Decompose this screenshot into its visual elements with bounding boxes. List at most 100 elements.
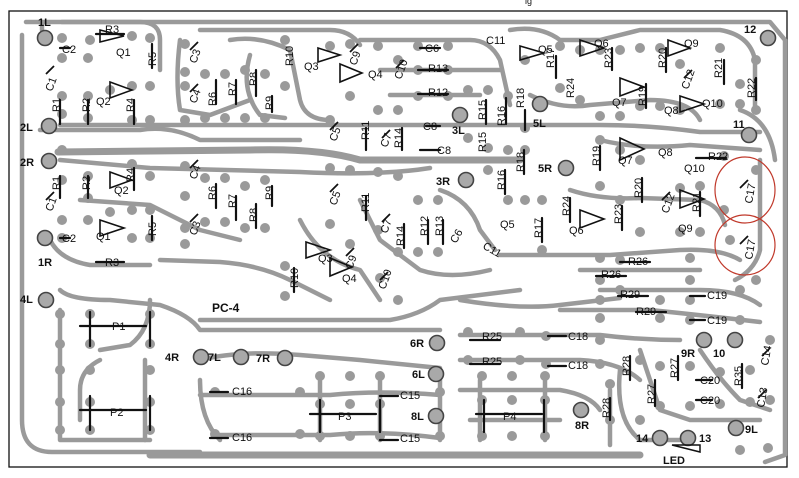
solder-pad xyxy=(200,69,210,79)
resistor-label: R13 xyxy=(428,63,448,75)
capacitor-label: C19 xyxy=(707,315,727,327)
resistor-label: R10 xyxy=(289,268,301,288)
resistor-label: R19 xyxy=(637,86,649,106)
solder-pad xyxy=(393,105,403,115)
capacitor-mark xyxy=(683,69,693,79)
resistor-label: R29 xyxy=(620,289,640,301)
solder-pad xyxy=(735,285,745,295)
resistor-label: R23 xyxy=(603,48,615,68)
resistor-label: R28 xyxy=(601,398,613,418)
transistor-symbol xyxy=(317,46,343,64)
solder-pad xyxy=(751,105,761,115)
solder-pad xyxy=(685,401,695,411)
solder-pad xyxy=(507,395,517,405)
solder-pad xyxy=(325,163,335,173)
solder-pad xyxy=(345,39,355,49)
potentiometer-label: P2 xyxy=(110,407,123,419)
resistor-label: R24 xyxy=(565,78,577,98)
solder-pad xyxy=(57,33,67,43)
pad-label-11: 11 xyxy=(733,119,745,131)
solder-pad xyxy=(655,401,665,411)
resistor-label: R11 xyxy=(360,193,372,212)
solder-pad xyxy=(595,295,605,305)
solder-pad xyxy=(180,223,190,233)
solder-pad xyxy=(85,365,95,375)
transistor-symbol xyxy=(579,38,607,58)
transistor-label: Q9 xyxy=(684,38,699,50)
resistor-label: R17 xyxy=(545,48,557,68)
solder-pad xyxy=(435,431,445,441)
resistor-label: R8 xyxy=(248,208,260,222)
solder-pad xyxy=(345,239,355,249)
resistor-label: R9 xyxy=(264,186,276,200)
capacitor-mark xyxy=(739,179,749,189)
transistor-labels: Q1 Q1 Q2 Q2 Q3 Q3 Q4 Q4 Q5 Q5 Q6 Q6 Q7 Q… xyxy=(96,38,723,285)
resistor-label: R6 xyxy=(207,186,219,200)
solder-pad xyxy=(180,115,190,125)
solder-pad xyxy=(55,339,65,349)
highlight-ring-c17-lower xyxy=(714,214,776,276)
resistor-label: R25 xyxy=(482,331,502,343)
solder-pad xyxy=(413,247,423,257)
potentiometer-label: P4 xyxy=(503,411,516,423)
capacitor-label: C5 xyxy=(328,126,344,143)
transistor-label: Q10 xyxy=(684,163,705,175)
solder-pad xyxy=(715,99,725,109)
solder-pad xyxy=(615,255,625,265)
solder-pad xyxy=(145,365,155,375)
transistor-label: Q3 xyxy=(304,61,319,73)
resistor-label: R18 xyxy=(515,152,527,172)
solder-pad xyxy=(373,167,383,177)
solder-pad xyxy=(280,35,290,45)
capacitor-mark xyxy=(45,191,55,201)
solder-pad xyxy=(210,429,220,439)
solder-pad xyxy=(515,355,525,365)
solder-pad xyxy=(180,81,190,91)
solder-pad xyxy=(735,99,745,109)
solder-pad xyxy=(515,327,525,337)
resistor-label: R27 xyxy=(646,384,658,404)
resistor-label: R1 xyxy=(51,98,63,112)
capacitor-mark xyxy=(329,121,339,131)
solder-pad xyxy=(595,253,605,263)
pad-label-6l: 6L xyxy=(412,369,425,381)
solder-pad xyxy=(325,115,335,125)
solder-pad xyxy=(575,95,585,105)
transistor-label: Q1 xyxy=(116,47,131,59)
resistor-label: R24 xyxy=(561,196,573,216)
solder-pad xyxy=(200,173,210,183)
capacitor-mark xyxy=(329,183,339,193)
caption-fragment: ig xyxy=(525,0,532,6)
solder-pad xyxy=(635,415,645,425)
capacitor-label: C2 xyxy=(62,44,76,56)
pad-label-8r: 8R xyxy=(575,420,589,432)
solder-pad xyxy=(345,431,355,441)
solder-pad xyxy=(555,83,565,93)
solder-pad xyxy=(345,371,355,381)
capacitor-label: C4 xyxy=(188,164,204,181)
transistor-label: Q2 xyxy=(114,185,129,197)
solder-pad xyxy=(635,355,645,365)
solder-pad xyxy=(655,361,665,371)
solder-pad xyxy=(463,355,473,365)
capacitor-mark xyxy=(757,389,767,399)
capacitor-mark xyxy=(381,129,391,139)
pad-label-14: 14 xyxy=(636,433,649,445)
solder-pad xyxy=(751,275,761,285)
solder-pad xyxy=(145,171,155,181)
transistor-symbol xyxy=(305,240,333,260)
solder-pad xyxy=(763,443,773,453)
solder-pad xyxy=(541,331,551,341)
solder-pad xyxy=(55,397,65,407)
solder-pad xyxy=(605,379,615,389)
solder-pad xyxy=(325,41,335,51)
solder-pad xyxy=(57,53,67,63)
solder-pad xyxy=(373,225,383,235)
solder-pad xyxy=(373,105,383,115)
transistor-label: Q7 xyxy=(618,155,633,167)
solder-pad xyxy=(615,111,625,121)
capacitor-label: C12 xyxy=(680,68,698,91)
pad-label-5r: 5R xyxy=(538,163,552,175)
capacitor-label: C15 xyxy=(400,390,420,402)
capacitor-label: C11 xyxy=(481,240,504,260)
